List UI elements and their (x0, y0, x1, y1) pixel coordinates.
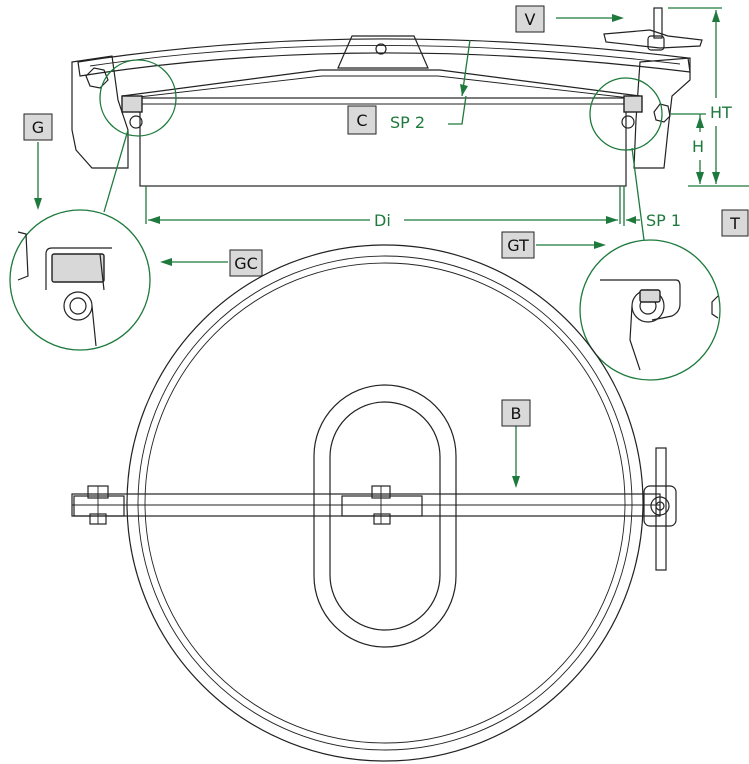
detail-gasket-right (579, 239, 721, 381)
svg-text:C: C (356, 111, 367, 130)
dim-ht: HT (710, 103, 732, 122)
t-handle-top (655, 447, 667, 571)
callout-C: C (347, 105, 377, 135)
collar-body (139, 97, 627, 187)
left-hinge (71, 55, 129, 169)
right-hex-nut-icon (653, 103, 671, 123)
callout-B: B (501, 399, 531, 427)
right-hinge (633, 57, 691, 169)
outer-rim (126, 244, 644, 762)
svg-text:V: V (525, 10, 536, 29)
handle-eye-icon (650, 496, 670, 516)
left-gasket (121, 95, 143, 113)
svg-text:GT: GT (507, 236, 529, 255)
dim-sp2: SP 2 (390, 113, 425, 132)
left-hex-nut-icon (85, 67, 109, 89)
inner-rim-1 (137, 255, 633, 751)
detail-gasket-left (9, 209, 151, 351)
center-nut-icon (375, 43, 387, 55)
callout-GC: GC (229, 249, 263, 277)
dim-h: H (692, 137, 704, 156)
inner-rim-2 (144, 262, 626, 744)
svg-text:G: G (32, 118, 44, 137)
svg-text:GC: GC (234, 254, 258, 273)
callout-T: T (721, 209, 749, 237)
dim-di: Di (374, 211, 391, 230)
callout-V: V (515, 5, 545, 33)
detail-circle-right (589, 77, 663, 151)
svg-text:T: T (729, 214, 740, 233)
dimension-lines (34, 7, 749, 488)
lid-profile (121, 69, 641, 97)
top-view (71, 244, 677, 762)
detail-circle-left (99, 59, 177, 137)
t-handle (603, 7, 703, 51)
svg-text:B: B (511, 404, 522, 423)
center-bracket (337, 35, 429, 69)
dim-sp1: SP 1 (646, 211, 681, 230)
callout-GT: GT (501, 231, 535, 259)
right-gasket (623, 95, 643, 113)
callout-G: G (23, 113, 53, 141)
side-view (71, 7, 703, 187)
